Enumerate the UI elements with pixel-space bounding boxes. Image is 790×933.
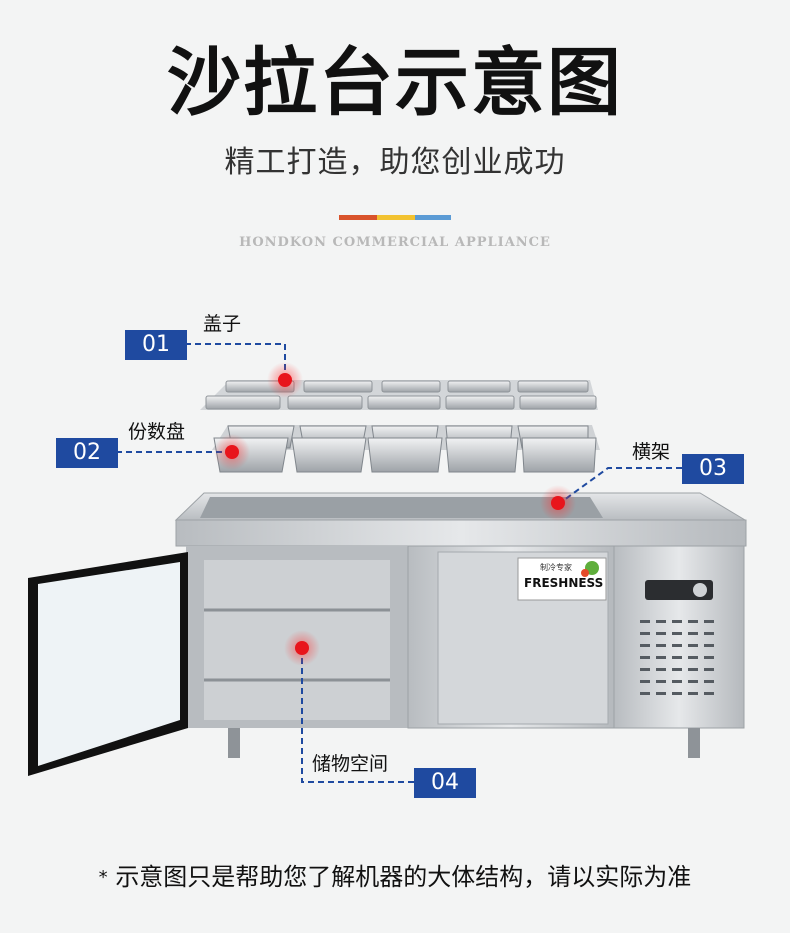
page-subtitle: 精工打造，助您创业成功 xyxy=(224,145,566,180)
footer-star: * xyxy=(98,867,108,888)
callout-label-02: 份数盘 xyxy=(128,421,186,443)
callout-badge-01: 01 xyxy=(125,330,187,360)
accent-bars xyxy=(339,215,451,220)
lid-grid xyxy=(200,380,598,410)
callout-label-03: 横架 xyxy=(632,441,671,463)
page-title: 沙拉台示意图 xyxy=(167,40,623,126)
pan-grid xyxy=(212,425,600,473)
accent-bar-blue xyxy=(415,215,451,220)
marker-storage xyxy=(295,641,309,655)
markers xyxy=(214,362,576,666)
product-label-en: FRESHNESS xyxy=(524,576,603,590)
accent-bar-red xyxy=(339,215,377,220)
callout-label-04: 储物空间 xyxy=(312,753,389,775)
footer-note-text: 示意图只是帮助您了解机器的大体结构，请以实际为准 xyxy=(115,863,692,891)
counter-body: 制冷专家 FRESHNESS xyxy=(28,492,747,776)
marker-pan xyxy=(225,445,239,459)
callout-badge-04: 04 xyxy=(414,768,476,798)
callout-badge-03: 03 xyxy=(682,454,744,484)
marker-lid xyxy=(278,373,292,387)
callout-label-01: 盖子 xyxy=(203,313,242,335)
callout-badge-02: 02 xyxy=(56,438,118,468)
brand-text: HONDKON COMMERCIAL APPLIANCE xyxy=(239,235,551,250)
accent-bar-yellow xyxy=(377,215,415,220)
footer-note: * 示意图只是帮助您了解机器的大体结构，请以实际为准 xyxy=(0,860,790,895)
product-label-cn: 制冷专家 xyxy=(540,562,572,572)
marker-rack xyxy=(551,496,565,510)
